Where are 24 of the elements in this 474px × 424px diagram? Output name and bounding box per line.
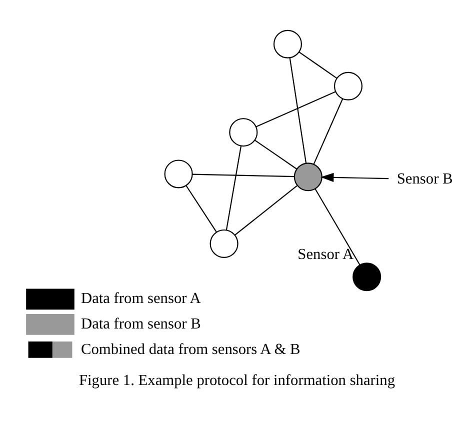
connector [186,185,218,232]
node-circle [334,72,363,100]
connector [254,140,297,170]
connector [313,98,344,164]
connector [234,185,298,236]
node-label: Sensor A [298,246,354,263]
node-circle [210,229,238,258]
node-circle [294,162,322,192]
connector [226,146,242,230]
node-text: Sensor B [396,170,453,188]
connector [298,52,338,79]
node-circle [229,118,258,147]
caption: Figure 1. Example protocol for information sharing [78,372,396,390]
node-circle [273,30,302,58]
connector [314,188,360,266]
node-circle [352,262,382,292]
legend-label: Data from sensor B [80,315,201,332]
connector [256,91,336,128]
arrow [320,172,389,182]
node-circle [164,160,193,188]
legend-label: Combined data from sensors A & B [80,340,300,358]
connector [289,58,307,164]
legend-label: Data from sensor A [80,290,201,308]
connector [192,174,294,178]
